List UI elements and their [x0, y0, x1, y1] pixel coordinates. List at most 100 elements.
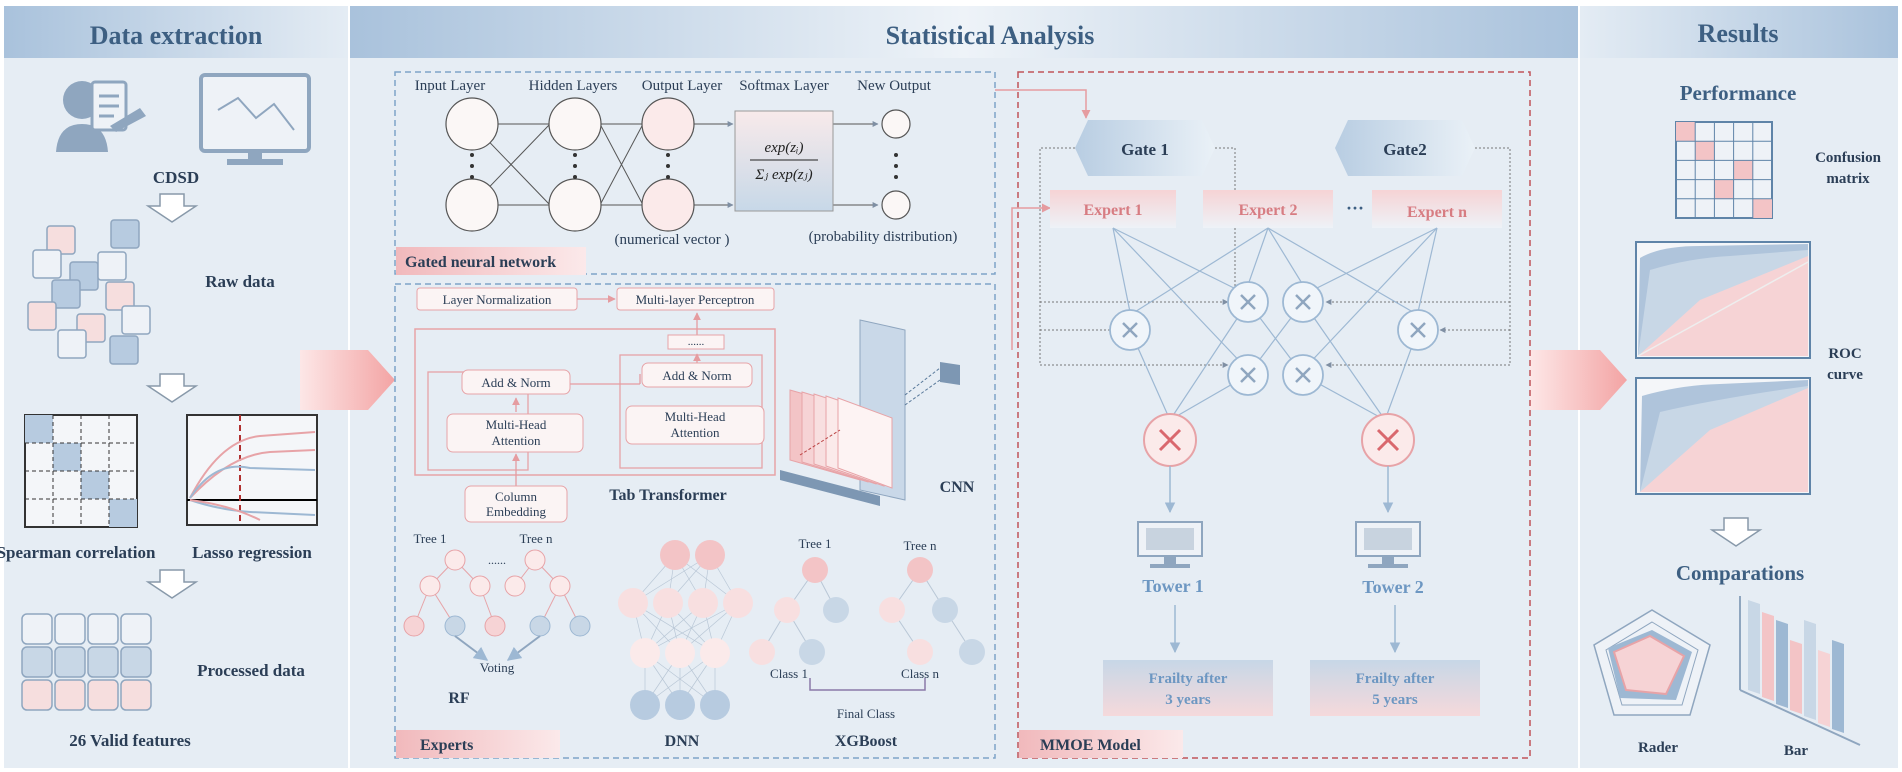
- rf-label: RF: [448, 690, 470, 707]
- confusion-label-2: matrix: [1826, 171, 1870, 187]
- column-embedding-label-1: Column: [495, 489, 537, 504]
- probability-distribution-label: (probability distribution): [809, 229, 958, 245]
- lasso-label: Lasso regression: [192, 543, 312, 562]
- performance-label: Performance: [1680, 81, 1797, 105]
- voting-label: Voting: [480, 660, 515, 675]
- down-arrow-icon: [145, 373, 199, 403]
- comparations-label: Comparations: [1676, 561, 1804, 585]
- add-norm-label: Add & Norm: [481, 375, 550, 390]
- node-ellipsis: [470, 153, 898, 179]
- cnn-label: CNN: [940, 479, 975, 496]
- raw-data-label: Raw data: [205, 272, 275, 291]
- layer-normalization-label: Layer Normalization: [443, 292, 552, 307]
- raw-data-icon: [27, 219, 151, 365]
- classn-label: Class n: [901, 666, 939, 681]
- section-title-extraction: Data extraction: [90, 21, 263, 50]
- expertn-box: [1372, 190, 1502, 228]
- expert-ellipsis: ···: [1346, 198, 1364, 218]
- layer-normalization-box: [416, 287, 578, 311]
- mlp-box: [616, 287, 775, 311]
- mha-label-1: Multi-Head: [486, 417, 547, 432]
- mha-box: [446, 413, 584, 453]
- mmoe-title-tag: [1019, 730, 1183, 758]
- tower2-label: Tower 2: [1362, 577, 1424, 597]
- valid-features-label: 26 Valid features: [69, 731, 191, 750]
- frailty-3y-label-2: 3 years: [1165, 692, 1211, 708]
- rf-ellipsis: ......: [488, 553, 506, 567]
- multiply-icon: [1122, 294, 1426, 383]
- section-title-analysis: Statistical Analysis: [886, 21, 1095, 50]
- rf-tree1-label: Tree 1: [413, 531, 446, 546]
- experts-title: Experts: [420, 737, 473, 754]
- gated-title: Gated neural network: [405, 254, 556, 271]
- rader-label: Rader: [1638, 740, 1678, 756]
- mha-box: [625, 405, 765, 445]
- softmax-layer-label: Softmax Layer: [739, 78, 829, 94]
- mlp-label: Multi-layer Perceptron: [636, 292, 755, 307]
- add-norm-box: [461, 369, 571, 395]
- gated-network-box: [394, 71, 996, 275]
- gated-to-gate-arrow: [995, 89, 1091, 119]
- stack-ellipsis-box: [667, 334, 725, 350]
- final-class-label: Final Class: [837, 706, 895, 721]
- output-node: [641, 178, 695, 232]
- expertn-label: Expert n: [1407, 204, 1467, 221]
- lasso-plot-icon: [186, 414, 318, 526]
- gate1-label: Gate 1: [1121, 140, 1169, 159]
- bar-chart-icon: [1739, 596, 1861, 746]
- processed-data-icon: [21, 613, 152, 711]
- computer-icon: [1137, 521, 1203, 568]
- bar-label: Bar: [1784, 743, 1809, 759]
- experts-title-tag: [396, 730, 560, 758]
- expert2-label: Expert 2: [1238, 202, 1297, 219]
- rf-treen-label: Tree n: [519, 531, 553, 546]
- gate1-box: [1075, 120, 1215, 176]
- input-layer-label: Input Layer: [415, 78, 485, 94]
- output-layer-label: Output Layer: [642, 78, 722, 94]
- stack-ellipsis: ......: [688, 336, 705, 348]
- xgb-tree1-label: Tree 1: [798, 536, 831, 551]
- input-node: [445, 178, 499, 232]
- class1-label: Class 1: [770, 666, 808, 681]
- confusion-matrix-icon: [1675, 121, 1773, 219]
- correlation-matrix-icon: [24, 414, 138, 528]
- section-title-results: Results: [1698, 19, 1779, 48]
- frailty-5y-label-2: 5 years: [1372, 692, 1418, 708]
- tab-transformer-label: Tab Transformer: [609, 487, 726, 504]
- multiply-icon: [1158, 428, 1400, 452]
- mha-label-2: Attention: [670, 425, 720, 440]
- dnn-icon: [618, 540, 753, 720]
- frailty-5y-box: [1310, 660, 1480, 716]
- tower1-label: Tower 1: [1142, 576, 1204, 596]
- roc-label-1: ROC: [1828, 346, 1861, 362]
- confusion-label-1: Confusion: [1815, 150, 1882, 166]
- add-norm-label: Add & Norm: [662, 368, 731, 383]
- roc-curve-icon: [1635, 241, 1811, 495]
- mmoe-title: MMOE Model: [1040, 737, 1141, 754]
- mha-label-2: Attention: [491, 433, 541, 448]
- gate2-label: Gate2: [1383, 140, 1426, 159]
- column-embedding-box: [464, 485, 568, 523]
- frailty-3y-box: [1103, 660, 1273, 716]
- add-norm-box: [641, 362, 753, 388]
- xgb-treen-label: Tree n: [903, 538, 937, 553]
- gated-title-tag: [396, 247, 586, 275]
- hidden-node: [548, 178, 602, 232]
- down-arrow-icon: [145, 569, 199, 599]
- softmax-numerator: exp(zᵢ): [764, 140, 803, 156]
- hidden-node: [548, 97, 602, 151]
- spearman-label: Spearman correlation: [0, 543, 156, 562]
- gate-routing-lines: [1039, 147, 1511, 368]
- down-arrow-icon: [145, 193, 199, 223]
- output-node: [641, 97, 695, 151]
- flow-arrow-2: [1530, 350, 1627, 410]
- cdsd-label: CDSD: [153, 168, 199, 187]
- processed-data-label: Processed data: [197, 661, 305, 680]
- expert1-label: Expert 1: [1083, 202, 1142, 219]
- gate2-box: [1335, 120, 1475, 176]
- cnn-icon: [780, 319, 960, 506]
- computer-icon: [1355, 521, 1421, 568]
- dnn-label: DNN: [665, 733, 700, 750]
- softmax-box: [734, 110, 834, 212]
